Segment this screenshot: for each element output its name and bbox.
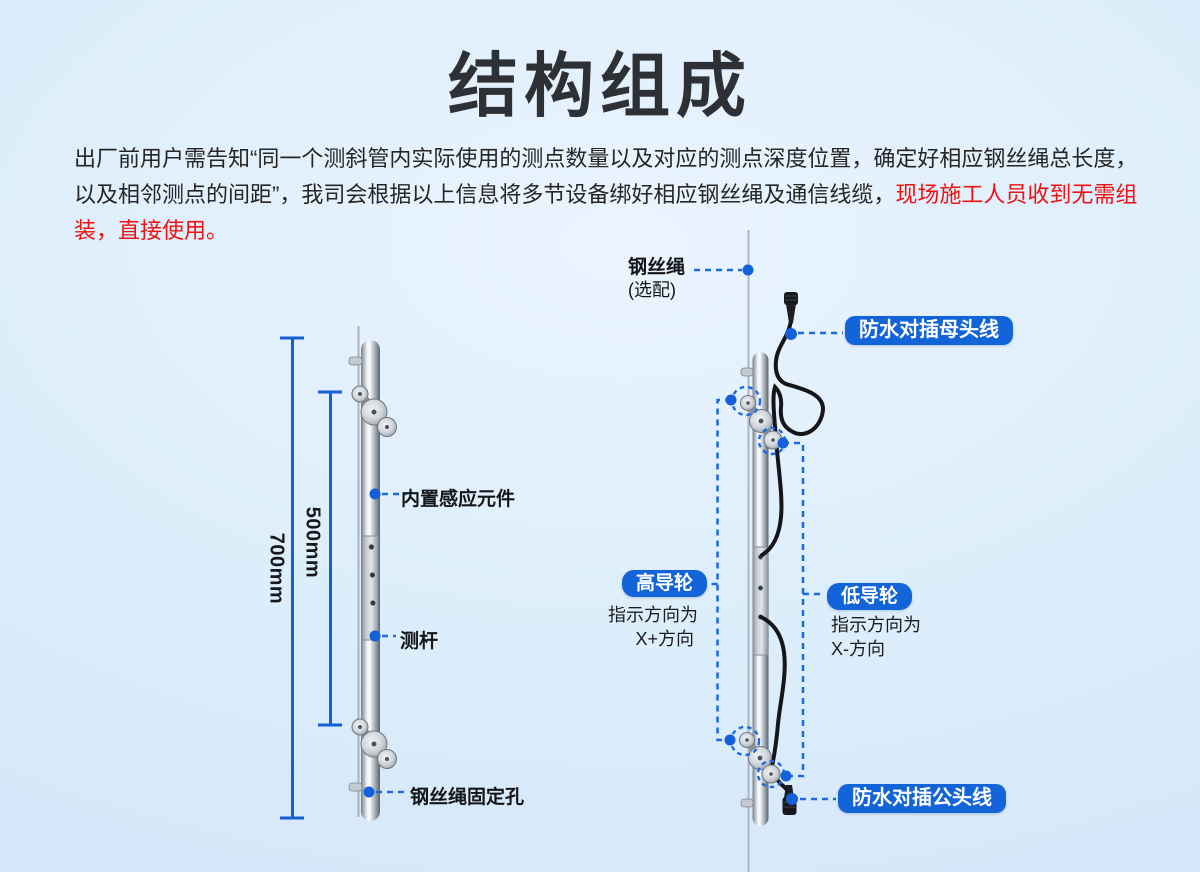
badge-female-cable: 防水对插母头线 — [845, 316, 1013, 345]
right-rod-illustration — [739, 230, 826, 872]
intro-line-1: 出厂前用户需告知“同一个测斜管内实际使用的测点数量以及对应的测点深度位置，确定好… — [74, 141, 1137, 177]
intro-text: 出厂前用户需告知“同一个测斜管内实际使用的测点数量以及对应的测点深度位置，确定好… — [74, 146, 1138, 171]
label-built-in-sensor: 内置感应元件 — [401, 489, 516, 510]
lower-pulley-assembly-left — [351, 718, 397, 769]
left-leader-dots — [363, 488, 381, 798]
lower-pulley-assembly-right — [739, 732, 781, 784]
intro-line-3: 装，直接使用。 — [74, 213, 1137, 249]
badge-low-guide-wheel: 低导轮 — [827, 583, 913, 610]
wire-clamp-pin — [348, 356, 363, 366]
badge-high-guide-wheel: 高导轮 — [622, 570, 708, 597]
upper-pulley-assembly-left — [351, 385, 397, 437]
cable-upper-run — [760, 319, 826, 557]
cable-lower-run — [759, 615, 791, 796]
left-leader-lines — [376, 492, 407, 794]
steel-wire-note: (选配) — [628, 280, 676, 300]
wire-clamp-pin — [740, 367, 754, 377]
intro-text-red: 现场施工人员收到无需组 — [895, 182, 1138, 207]
intro-text: 以及相邻测点的间距”，我司会根据以上信息将多节设备绑好相应钢丝绳及通信线缆， — [74, 182, 896, 207]
intro-text-red: 装，直接使用。 — [74, 218, 229, 243]
upper-pulley-assembly-right — [740, 395, 783, 450]
low-guide-wheel-desc: 指示方向为 X-方向 — [831, 613, 921, 661]
dimension-line-500mm — [318, 390, 342, 727]
desc-line: 指示方向为 — [831, 615, 921, 635]
wire-fixing-hole-pin — [740, 798, 754, 808]
label-measuring-rod: 测杆 — [400, 631, 439, 652]
badge-male-cable: 防水对插公头线 — [838, 784, 1006, 813]
left-rod-illustration — [348, 326, 397, 821]
dimension-label-700mm: 700mm — [265, 532, 288, 605]
desc-line: 指示方向为 — [608, 605, 698, 625]
label-steel-wire: 钢丝绳 (选配) — [628, 256, 685, 302]
desc-line: X-方向 — [831, 639, 885, 659]
intro-line-2: 以及相邻测点的间距”，我司会根据以上信息将多节设备绑好相应钢丝绳及通信线缆，现场… — [74, 177, 1137, 213]
right-leader-dots — [724, 264, 798, 805]
intro-paragraph: 出厂前用户需告知“同一个测斜管内实际使用的测点数量以及对应的测点深度位置，确定好… — [74, 141, 1137, 249]
wire-fixing-hole-pin — [348, 782, 363, 792]
high-guide-wheel-desc: 指示方向为 X+方向 — [608, 603, 698, 651]
desc-line: X+方向 — [635, 629, 694, 649]
female-connector — [784, 292, 798, 323]
page-title: 结构组成 — [448, 47, 752, 125]
steel-wire-name: 钢丝绳 — [628, 257, 686, 278]
dimension-label-500mm: 500mm — [301, 506, 324, 579]
label-wire-fixing-hole: 钢丝绳固定孔 — [410, 787, 525, 808]
dimension-line-700mm — [280, 336, 304, 820]
